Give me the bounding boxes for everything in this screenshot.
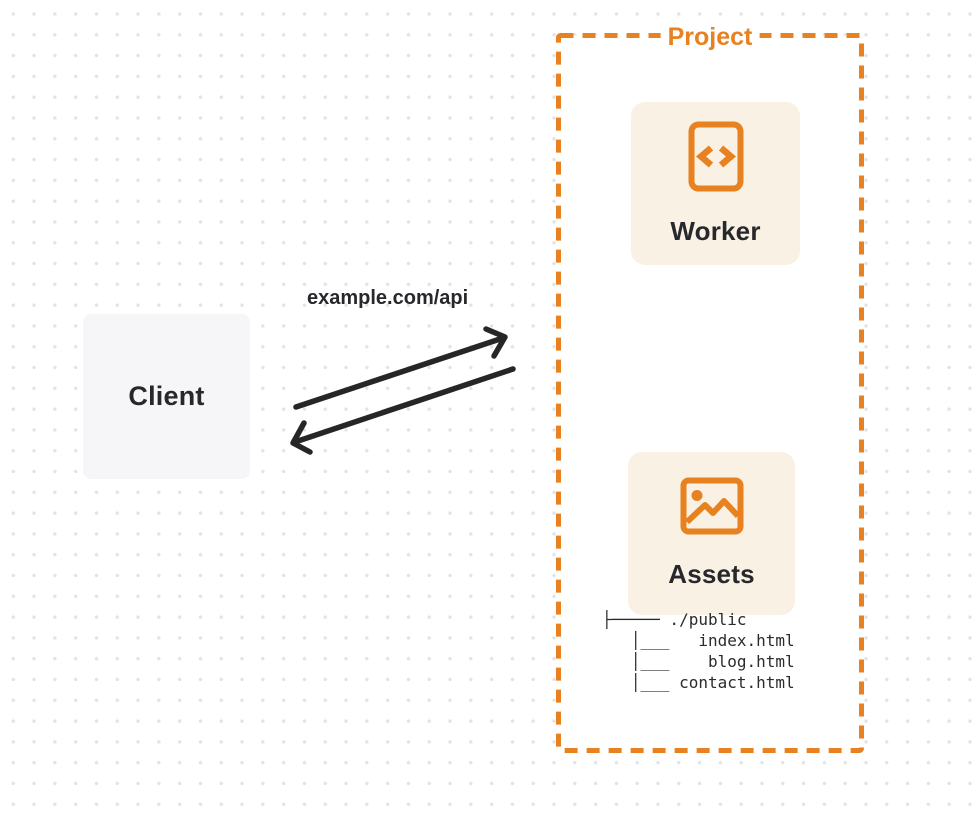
file-tree: ├───── ./public │___ index.html │___ blo… <box>602 610 795 692</box>
worker-node: Worker <box>631 102 800 265</box>
assets-node: Assets <box>628 452 795 615</box>
request-url-label: example.com/api <box>307 287 469 309</box>
image-icon <box>680 477 743 535</box>
response-arrow-shaft <box>292 366 516 445</box>
client-label: Client <box>128 381 205 411</box>
assets-label: Assets <box>668 559 755 589</box>
worker-label: Worker <box>670 215 761 246</box>
client-node: Client <box>83 314 250 479</box>
project-label: Project <box>660 22 760 52</box>
request-arrow-shaft <box>293 335 506 410</box>
code-file-icon <box>688 121 743 191</box>
response-arrowhead-icon <box>290 420 313 455</box>
request-arrowhead-icon <box>483 326 508 359</box>
project-container: Project Worker Assets ├───── ./public │ <box>556 22 864 753</box>
